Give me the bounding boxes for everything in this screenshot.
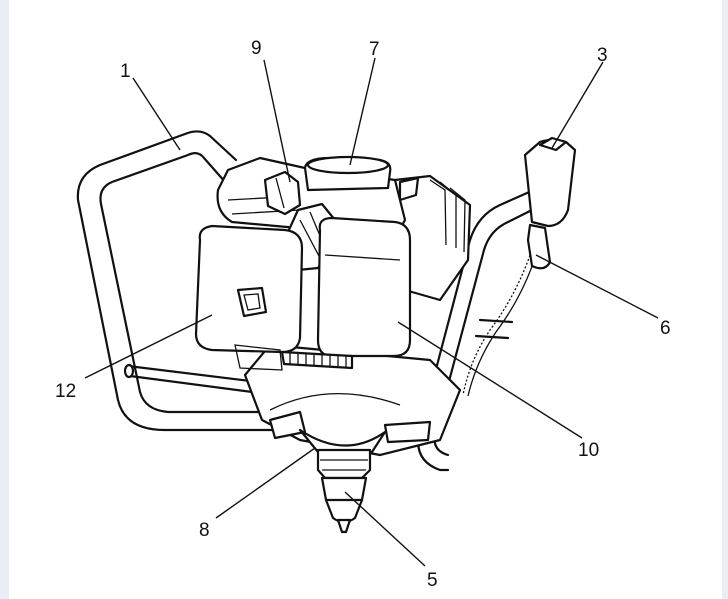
callout-9: 9 [251,38,262,59]
callout-labels: 1 3 5 6 7 8 9 10 12 [55,38,671,591]
leader-10 [397,321,583,439]
engine-top-cover [216,155,407,240]
fuel-cap [263,170,302,216]
output-spindle [316,448,372,534]
leader-3 [551,61,604,149]
air-filter-cover [194,224,304,354]
throttle-grip [523,136,577,270]
starter-pulley [234,344,354,371]
callout-5: 5 [427,570,438,591]
callout-3: 3 [597,45,608,66]
leader-8 [215,447,316,519]
callout-12: 12 [55,381,76,402]
left-frame-border [0,0,9,599]
leader-9 [263,59,291,183]
engine-cooling-fins [393,174,472,302]
leader-5 [344,491,426,567]
leader-12 [84,314,213,379]
right-handle-bar [417,183,554,472]
leader-7 [349,57,376,166]
left-handle-bar [76,130,274,432]
throttle-cable [462,239,541,397]
callout-6: 6 [660,318,671,339]
leader-1 [132,77,181,151]
callout-10: 10 [578,440,599,461]
callout-1: 1 [120,61,131,82]
callout-7: 7 [369,39,380,60]
right-frame-border [722,0,728,599]
leader-6 [535,254,659,319]
leader-lines [84,57,659,567]
starter-housing [316,216,412,358]
callout-8: 8 [199,520,210,541]
